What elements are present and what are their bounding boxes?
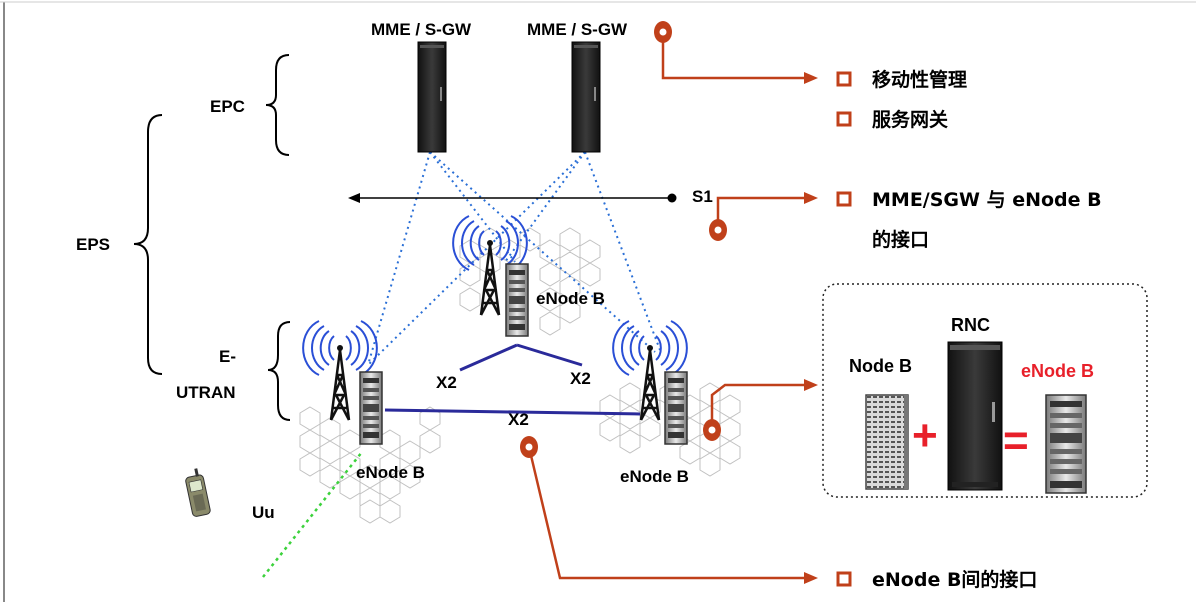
bullet-icon <box>836 191 852 207</box>
enodeb-right-label: eNode B <box>620 467 689 486</box>
eutran-label-line1: E- <box>219 347 236 366</box>
uu-label: Uu <box>252 503 275 522</box>
node-b-label: Node B <box>849 356 912 376</box>
callout-arrowheads <box>804 72 818 584</box>
enodeb-top-cabinet <box>505 263 529 337</box>
mme-left-label: MME / S-GW <box>371 20 472 39</box>
uu-link <box>262 451 363 578</box>
annotation-s1-line2: 的接口 <box>872 228 929 251</box>
enodeb-left-cabinet <box>359 371 383 445</box>
enodeb-result-cabinet-icon <box>1045 394 1087 494</box>
server-rack-icon <box>947 341 1003 491</box>
s1-arrow <box>348 193 677 203</box>
epc-bracket <box>265 54 290 156</box>
x2-bottom-label: X2 <box>508 410 529 429</box>
rnc-label: RNC <box>951 315 990 335</box>
plus-sign: + <box>912 411 938 460</box>
callout-connectors <box>527 32 805 580</box>
server-rack-icon <box>417 41 447 153</box>
eutran-label-line2: UTRAN <box>176 383 236 402</box>
x2-right-label: X2 <box>570 369 591 388</box>
enodeb-right-cabinet <box>664 371 688 445</box>
annotation-mme-role-1: 移动性管理 <box>872 68 967 91</box>
bullet-icon <box>836 571 852 587</box>
annotation-x2-desc: eNode B间的接口 <box>872 568 1037 591</box>
mobile-phone-icon <box>185 468 211 517</box>
s1-label: S1 <box>692 187 713 206</box>
x2-left-label: X2 <box>436 373 457 392</box>
enodeb-top-label: eNode B <box>536 289 605 308</box>
eps-label: EPS <box>76 235 110 254</box>
bullet-icon <box>836 71 852 87</box>
mme-right-label: MME / S-GW <box>527 20 628 39</box>
annotation-mme-role-2: 服务网关 <box>872 108 948 131</box>
epc-label: EPC <box>210 97 245 116</box>
annotation-s1-line1: MME/SGW 与 eNode B <box>872 189 1102 211</box>
node-b-cabinet-icon <box>865 394 909 490</box>
enodeb-left-label: eNode B <box>356 463 425 482</box>
server-rack-icon <box>571 41 601 153</box>
eutran-bracket <box>267 321 291 421</box>
enode-b-result-label: eNode B <box>1021 361 1094 381</box>
x2-links <box>384 343 641 416</box>
hexagon-cell-icon <box>459 227 601 336</box>
equals-sign: = <box>1003 416 1029 465</box>
bullet-icon <box>836 111 852 127</box>
eps-bracket <box>133 114 163 375</box>
